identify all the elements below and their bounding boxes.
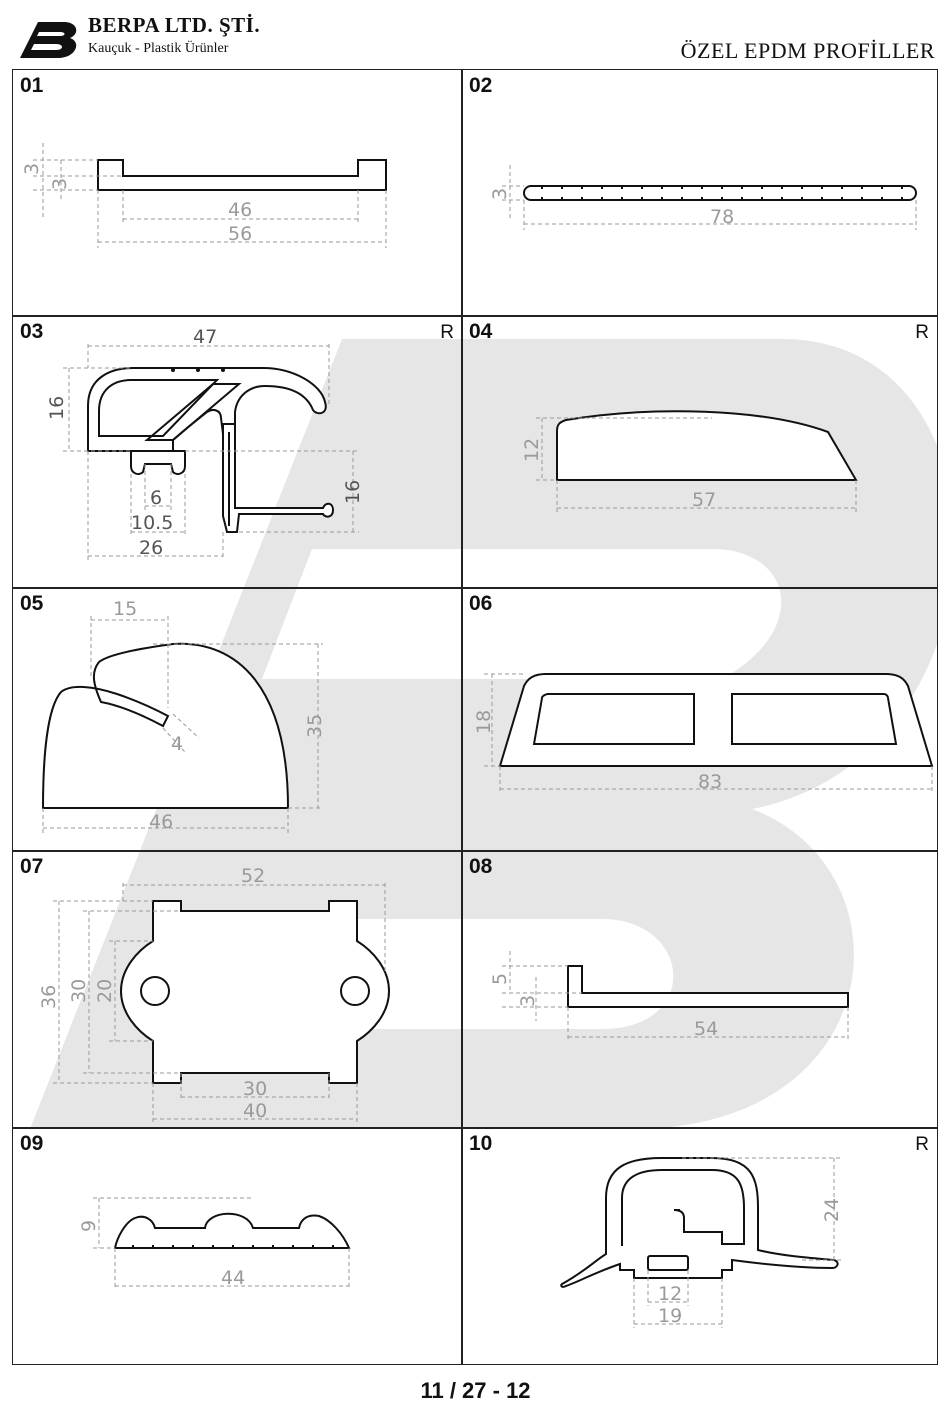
- dim-label: 3: [489, 188, 511, 200]
- dim-label: 26: [139, 537, 163, 559]
- profile-cell-06: 06 18 83: [461, 587, 938, 852]
- profile-number: 04: [469, 320, 493, 343]
- page-number: 11 / 27 - 12: [420, 1378, 531, 1403]
- profile-cell-03: 03 R 47: [12, 315, 463, 589]
- profile-01-drawing: 3 3 46 56: [21, 143, 387, 248]
- profile-cell-08: 08 5 3 54: [461, 850, 938, 1129]
- dim-label: 5: [489, 973, 511, 985]
- profile-number: 01: [20, 74, 44, 97]
- dim-label: 16: [342, 480, 364, 504]
- dim-label: 3: [517, 995, 539, 1007]
- profile-number: 10: [469, 1132, 493, 1155]
- catalog-title: ÖZEL EPDM PROFİLLER: [680, 38, 935, 63]
- berpa-logo: [14, 22, 77, 58]
- profile-09-drawing: 9 44: [78, 1197, 351, 1290]
- dim-label: 47: [193, 326, 217, 348]
- dim-label: 83: [698, 771, 722, 793]
- dim-label: 12: [658, 1283, 682, 1305]
- dim-label: 4: [171, 733, 183, 755]
- profile-cell-05: 05 15 35 4 46: [12, 587, 463, 852]
- profile-number: 03: [20, 320, 44, 343]
- dim-label: 30: [68, 979, 90, 1003]
- profile-08-drawing: 5 3 54: [489, 951, 849, 1041]
- profile-cell-10: 10 R 24 12 19: [461, 1127, 938, 1365]
- dim-label: 40: [243, 1100, 267, 1122]
- dim-label: 78: [710, 206, 734, 228]
- dim-label: 35: [304, 714, 326, 738]
- dim-label: 54: [694, 1018, 718, 1040]
- profile-number: 08: [469, 855, 493, 878]
- dim-label: 30: [243, 1078, 267, 1100]
- dim-label: 3: [49, 178, 71, 190]
- dim-label: 46: [228, 199, 252, 221]
- profile-number: 07: [20, 855, 44, 878]
- dim-label: 20: [94, 979, 116, 1003]
- profile-number: 05: [20, 592, 44, 615]
- profile-05-drawing: 15 35 4 46: [41, 598, 326, 834]
- dim-label: 18: [473, 710, 495, 734]
- profile-03-drawing: 47 16 16 6 10.5 26: [46, 326, 364, 560]
- dim-label: 10.5: [131, 512, 173, 534]
- dim-label: 44: [221, 1267, 245, 1289]
- profile-cell-02: 02 3 78: [461, 69, 938, 317]
- dim-label: 3: [21, 163, 43, 175]
- profile-07-drawing: 52 36 30 20 30 40: [38, 865, 391, 1123]
- dim-label: 19: [658, 1305, 682, 1327]
- profile-10-drawing: 24 12 19: [560, 1157, 843, 1328]
- profile-grid: 01 3 3 46 56 02: [12, 69, 938, 1365]
- profile-04-drawing: 12 57: [521, 410, 858, 512]
- profile-number: 06: [469, 592, 493, 615]
- dim-label: 36: [38, 985, 60, 1009]
- profile-number: 02: [469, 74, 493, 97]
- dim-label: 46: [149, 811, 173, 833]
- dim-label: 6: [150, 487, 162, 509]
- profile-cell-09: 09 9 44: [12, 1127, 463, 1365]
- dim-label: 12: [521, 438, 543, 462]
- profile-02-drawing: 3 78: [489, 165, 917, 230]
- dim-label: 52: [241, 865, 265, 887]
- registered-mark: R: [915, 322, 929, 343]
- profile-cell-04: 04 R 12 57: [461, 315, 938, 589]
- company-subtitle: Kauçuk - Plastik Ürünler: [88, 41, 229, 56]
- dim-label: 57: [692, 489, 716, 511]
- page-header: BERPA LTD. ŞTİ. Kauçuk - Plastik Ürünler…: [0, 0, 951, 68]
- registered-mark: R: [440, 322, 454, 343]
- profile-cell-07: 07 52 36 30 20 30: [12, 850, 463, 1129]
- profile-06-drawing: 18 83: [473, 673, 934, 794]
- dim-label: 24: [821, 1198, 843, 1222]
- dim-label: 16: [46, 396, 68, 420]
- dim-label: 56: [228, 223, 252, 245]
- registered-mark: R: [915, 1134, 929, 1155]
- profile-number: 09: [20, 1132, 44, 1155]
- company-name: BERPA LTD. ŞTİ.: [88, 13, 261, 37]
- profile-cell-01: 01 3 3 46 56: [12, 69, 463, 317]
- dim-label: 9: [78, 1220, 100, 1232]
- dim-label: 15: [113, 598, 137, 620]
